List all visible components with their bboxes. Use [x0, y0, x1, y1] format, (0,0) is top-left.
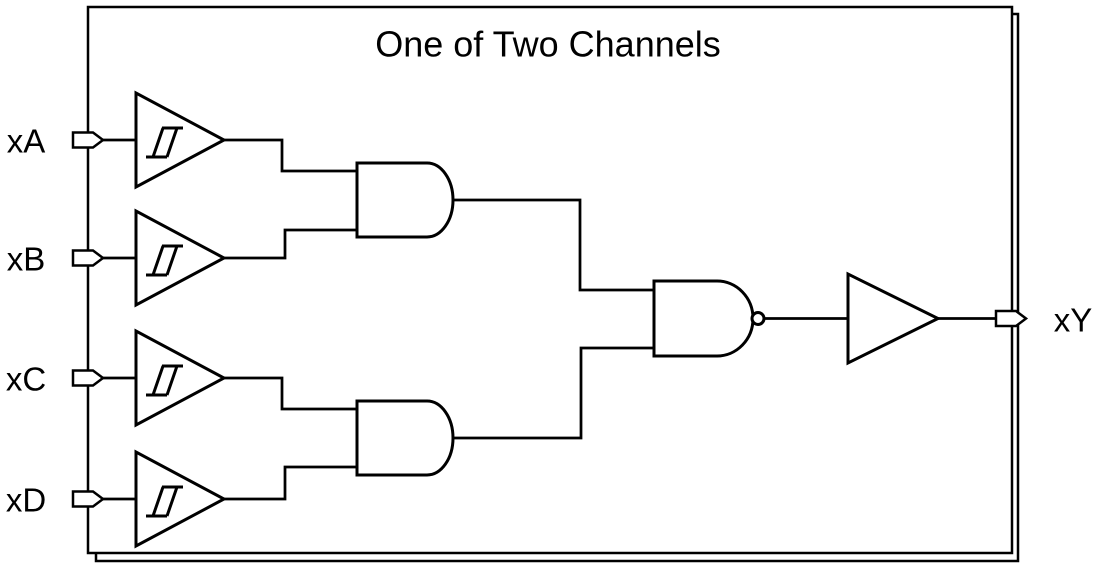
output-pin-xy [994, 309, 1028, 328]
input-label-xc: xC [6, 361, 46, 398]
wire-buffer-d-to-and2 [224, 465, 357, 501]
channel-1-outline [86, 5, 1014, 555]
wire-buffer-a-to-and1 [224, 138, 357, 173]
wire-buffer-c-to-and2 [224, 376, 357, 411]
nand-inversion-bubble-icon [750, 311, 766, 326]
input-label-xd: xD [6, 482, 46, 519]
and-gate-2-icon [355, 399, 455, 477]
wire-and1-to-nand [453, 198, 654, 292]
input-label-xb: xB [7, 241, 46, 278]
output-buffer-icon [846, 271, 942, 366]
nand-gate-icon [652, 279, 755, 358]
and-gate-1-icon [355, 161, 455, 239]
wire-buffer-b-to-and1 [224, 228, 357, 260]
output-label-xy: xY [1054, 302, 1093, 339]
input-label-xa: xA [7, 123, 46, 160]
diagram-title: One of Two Channels [375, 24, 721, 65]
wire-and2-to-nand [453, 346, 654, 440]
